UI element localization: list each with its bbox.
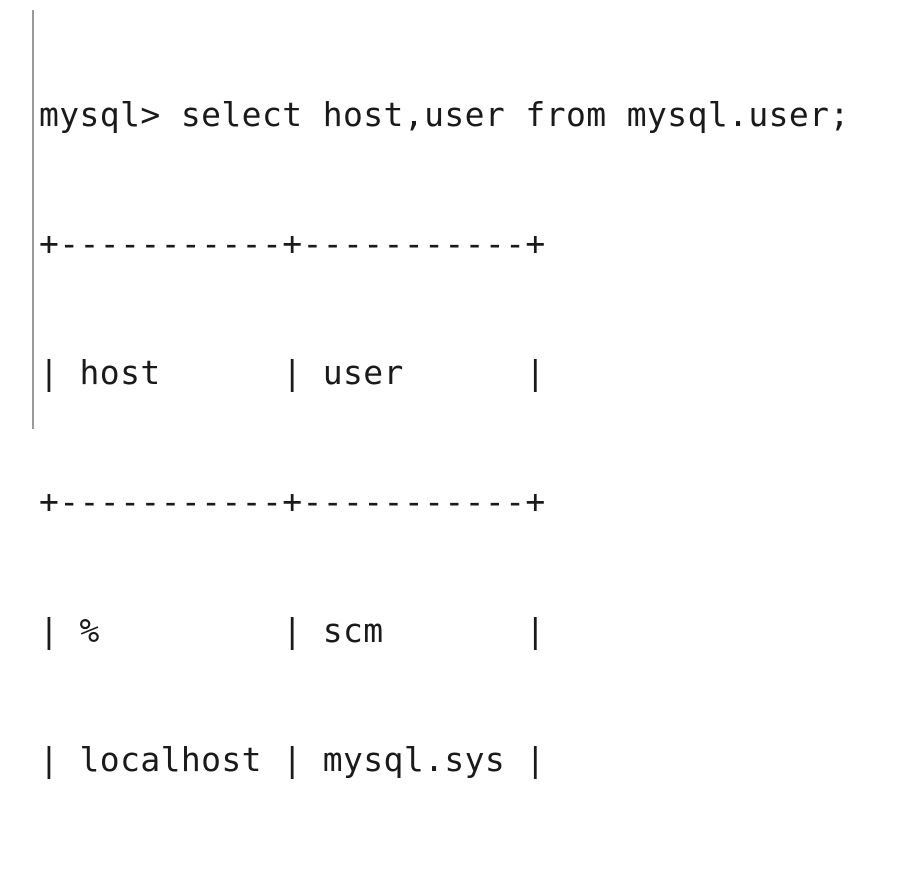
table-row-line: | localhost | mysql.sys | xyxy=(39,740,546,779)
table-border-mid: +-----------+-----------+ xyxy=(39,482,546,521)
table-row-line: | % | scm | xyxy=(39,611,546,650)
terminal-output[interactable]: mysql> select host,user from mysql.user;… xyxy=(39,7,898,870)
command-line: mysql> select host,user from mysql.user; xyxy=(39,95,850,134)
table-header-line: | host | user | xyxy=(39,353,546,392)
table-row-line: | localhost | root | xyxy=(39,867,898,870)
table-border-top: +-----------+-----------+ xyxy=(39,224,546,263)
gutter-divider xyxy=(32,10,34,429)
